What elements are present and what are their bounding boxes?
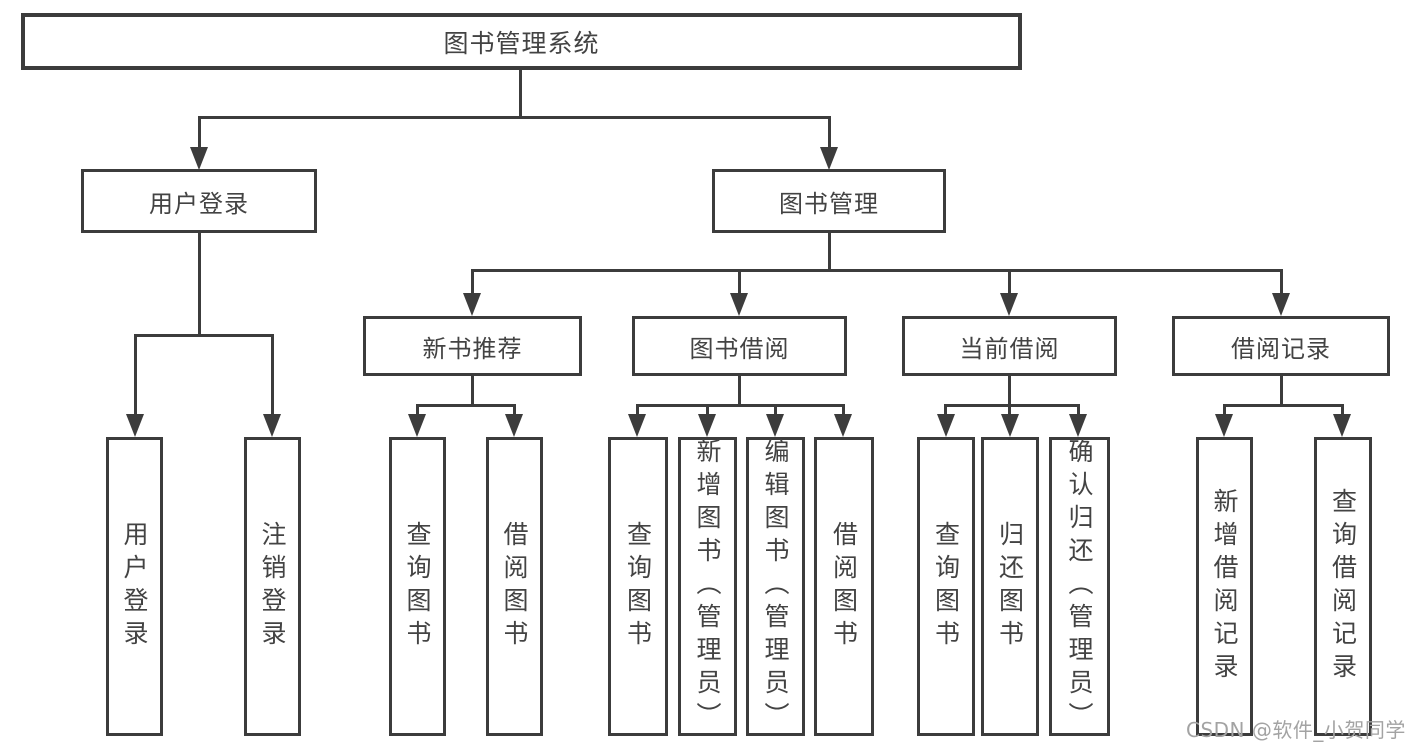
connector-drop-borrow-edit <box>774 404 777 416</box>
arrow-down-borrowing-records <box>1272 293 1290 316</box>
connector-current-rail <box>944 404 1080 407</box>
node-borrowing-records-label: 借阅记录 <box>1231 334 1331 363</box>
leaf-logout: 注销登录 <box>244 437 301 736</box>
leaf-borrow-add-books-admin-label: 新增图书（管理员） <box>693 438 722 735</box>
node-borrowing-records: 借阅记录 <box>1172 316 1390 376</box>
arrow-down-borrow-edit <box>766 414 784 437</box>
arrow-down-user-login <box>190 147 208 170</box>
leaf-current-query-books-label: 查询图书 <box>931 520 961 653</box>
arrow-down-new-book-recommendation <box>463 293 481 316</box>
node-new-book-recommendation-label: 新书推荐 <box>422 334 523 363</box>
arrow-down-borrow-add <box>698 414 716 437</box>
connector-drop-borrow-add <box>706 404 709 416</box>
leaf-current-return-books-label: 归还图书 <box>995 520 1025 653</box>
connector-level3-rail <box>471 269 1283 272</box>
node-user-login-label: 用户登录 <box>149 189 249 218</box>
watermark: CSDN @软件_小贺同学 <box>1186 718 1405 742</box>
leaf-records-query-borrow-record: 查询借阅记录 <box>1314 437 1372 736</box>
node-library-management-system-label: 图书管理系统 <box>443 28 600 58</box>
connector-drop-current-confirm <box>1077 404 1080 416</box>
leaf-recommend-query-books-label: 查询图书 <box>403 520 432 653</box>
connector-records-stub <box>1280 375 1283 407</box>
node-current-borrowing-label: 当前借阅 <box>959 334 1060 363</box>
leaf-borrow-add-books-admin: 新增图书（管理员） <box>678 437 737 736</box>
leaf-records-add-borrow-record: 新增借阅记录 <box>1196 437 1253 736</box>
node-book-borrowing: 图书借阅 <box>632 316 847 376</box>
connector-level2-rail <box>198 116 831 119</box>
leaf-recommend-borrow-books: 借阅图书 <box>486 437 543 736</box>
arrow-down-book-management <box>820 147 838 170</box>
connector-user-login-rail <box>134 334 274 337</box>
arrow-down-borrow-borrow <box>834 414 852 437</box>
arrow-down-current-query <box>937 414 955 437</box>
connector-drop-book-management <box>828 116 831 149</box>
leaf-current-confirm-return-admin-label: 确认归还（管理员） <box>1065 438 1094 735</box>
arrow-down-records-query <box>1333 414 1351 437</box>
leaf-records-add-borrow-record-label: 新增借阅记录 <box>1210 487 1239 686</box>
leaf-borrow-query-books-label: 查询图书 <box>623 520 653 653</box>
connector-drop-recommend-query <box>416 404 419 416</box>
leaf-current-query-books: 查询图书 <box>917 437 975 736</box>
leaf-borrow-query-books: 查询图书 <box>608 437 668 736</box>
leaf-recommend-borrow-books-label: 借阅图书 <box>500 520 529 653</box>
leaf-current-confirm-return-admin: 确认归还（管理员） <box>1049 437 1110 736</box>
node-user-login: 用户登录 <box>81 169 317 233</box>
leaf-current-return-books: 归还图书 <box>981 437 1039 736</box>
node-library-management-system: 图书管理系统 <box>21 13 1022 70</box>
connector-book-management-stub <box>828 232 831 272</box>
leaf-records-query-borrow-record-label: 查询借阅记录 <box>1328 487 1358 686</box>
leaf-user-login-label: 用户登录 <box>120 520 149 653</box>
arrow-down-book-borrowing <box>730 293 748 316</box>
connector-recommendation-stub <box>471 375 474 407</box>
arrow-down-current-confirm <box>1069 414 1087 437</box>
connector-drop-current-borrowing <box>1008 269 1011 295</box>
arrow-down-current-borrowing <box>1000 293 1018 316</box>
leaf-borrow-borrow-books-label: 借阅图书 <box>829 520 859 653</box>
connector-user-login-stub <box>198 232 201 337</box>
connector-drop-current-query <box>944 404 947 416</box>
connector-current-stub <box>1008 375 1011 407</box>
connector-drop-leaf-user-login <box>134 334 137 416</box>
node-book-management-label: 图书管理 <box>779 189 879 218</box>
arrow-down-leaf-user-login <box>126 414 144 437</box>
leaf-user-login: 用户登录 <box>106 437 163 736</box>
node-book-borrowing-label: 图书借阅 <box>689 334 790 363</box>
leaf-borrow-edit-books-admin: 编辑图书（管理员） <box>746 437 805 736</box>
arrow-down-records-add <box>1215 414 1233 437</box>
connector-borrowing-rail <box>636 404 845 407</box>
arrow-down-current-return <box>1001 414 1019 437</box>
leaf-borrow-edit-books-admin-label: 编辑图书（管理员） <box>761 438 790 735</box>
leaf-recommend-query-books: 查询图书 <box>389 437 446 736</box>
connector-drop-user-login <box>198 116 201 149</box>
node-new-book-recommendation: 新书推荐 <box>363 316 582 376</box>
connector-records-rail <box>1223 404 1344 407</box>
arrow-down-borrow-query <box>628 414 646 437</box>
arrow-down-recommend-query <box>408 414 426 437</box>
connector-drop-borrowing-records <box>1280 269 1283 295</box>
connector-borrowing-stub <box>738 375 741 407</box>
leaf-logout-label: 注销登录 <box>258 520 287 653</box>
leaf-borrow-borrow-books: 借阅图书 <box>814 437 874 736</box>
connector-drop-new-book-recommendation <box>471 269 474 295</box>
connector-drop-borrow-borrow <box>842 404 845 416</box>
node-current-borrowing: 当前借阅 <box>902 316 1117 376</box>
connector-drop-recommend-borrow <box>513 404 516 416</box>
connector-drop-records-query <box>1341 404 1344 416</box>
node-book-management: 图书管理 <box>712 169 946 233</box>
connector-drop-borrow-query <box>636 404 639 416</box>
connector-root-stub <box>519 69 522 119</box>
connector-drop-current-return <box>1008 404 1011 416</box>
connector-drop-book-borrowing <box>738 269 741 295</box>
connector-drop-leaf-logout <box>271 334 274 416</box>
arrow-down-leaf-logout <box>263 414 281 437</box>
connector-drop-records-add <box>1223 404 1226 416</box>
arrow-down-recommend-borrow <box>505 414 523 437</box>
connector-recommendation-rail <box>416 404 516 407</box>
